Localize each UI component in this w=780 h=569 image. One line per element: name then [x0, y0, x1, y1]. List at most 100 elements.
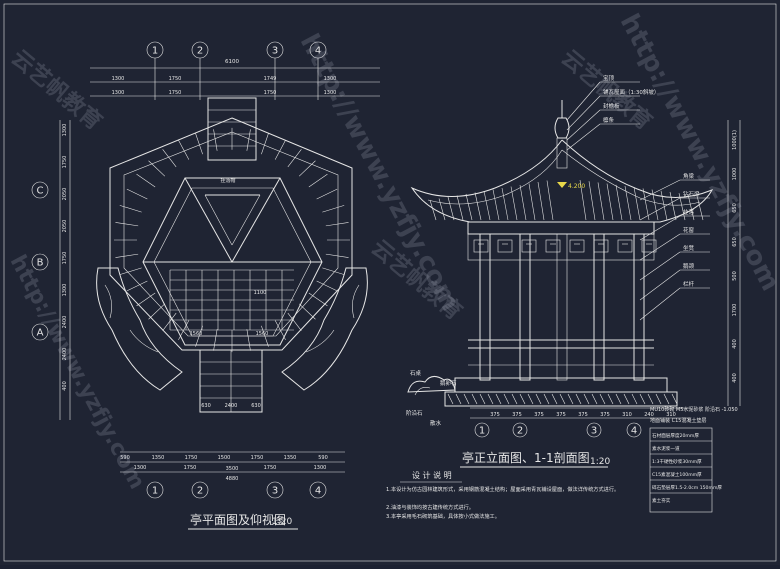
elev-bottom-dim: 310 — [622, 412, 632, 418]
svg-text:1: 1 — [152, 486, 158, 497]
plan-bottom-total-a: 3500 — [226, 466, 239, 472]
callout-label: 鹅卵石 — [440, 379, 457, 387]
elev-bottom-dim: 375 — [512, 412, 522, 418]
plan-top-dim-r1: 1300 — [112, 76, 125, 82]
plan-label-630a: 630 — [201, 403, 211, 409]
elev-bottom-dim: 375 — [490, 412, 500, 418]
elevation-mark: 4.200 — [568, 183, 585, 190]
material-note-mid: 地面铺装 C15混凝土垫层 — [650, 417, 706, 424]
plan-bottom-dim-r1: 590 — [120, 455, 130, 461]
callout-label: 角梁 — [683, 172, 695, 180]
hexagon-roof-plan — [96, 97, 368, 413]
watermark-url-2: http://www.yzfjy.com — [614, 9, 780, 296]
plan-label-1560b: 1560 — [256, 331, 269, 337]
right-dim: 500 — [732, 271, 738, 281]
plan-bottom-axis-bubbles: 1 2 3 4 — [146, 481, 327, 499]
plan-left-axis-bubbles: C B A — [31, 181, 49, 341]
plan-label-beam: 挂落帽 — [220, 177, 235, 184]
plan-left-dim: 1750 — [62, 252, 68, 265]
plan-top-dim-r2: 1750 — [264, 90, 277, 96]
plan-label-630b: 630 — [251, 403, 261, 409]
right-dim: 650 — [732, 237, 738, 247]
plan-label-1100: 1100 — [254, 290, 267, 296]
elev-bottom-dim: 240 — [644, 412, 654, 418]
elev-bottom-dim: 375 — [534, 412, 544, 418]
elevation-bottom-dimensions: 375 375 375 375 375 375 310 240 310 — [490, 412, 676, 418]
svg-text:1: 1 — [479, 426, 485, 437]
plan-bottom-dim-r1: 1750 — [251, 455, 264, 461]
right-dim: 1000(1) — [732, 130, 738, 150]
plan-view: 1 2 3 4 1300 1750 1749 1300 1300 1750 1750 1300 61… — [31, 41, 380, 530]
elev-axis-2: 2 — [512, 422, 528, 438]
svg-text:2: 2 — [197, 486, 203, 497]
elevation-view: 4.200 宝顶铺瓦屋面（1:30斜坡）封檐板檩条角梁钻石梁挂落花窗坐凳鹅颈栏杆… — [406, 74, 741, 468]
material-row: 碎石垫层厚1.5-2.0cm 150mm厚 — [652, 484, 722, 491]
plan-left-axis-B: B — [31, 253, 49, 271]
svg-text:3: 3 — [591, 426, 597, 437]
callout-label: 花窗 — [683, 226, 695, 234]
elev-bottom-dim: 375 — [578, 412, 588, 418]
material-table: MU10砖砌 M5水泥砂浆 阶沿石 -1.050 地面铺装 C15混凝土垫层 石… — [649, 406, 738, 513]
plan-top-dim-r2: 1300 — [112, 90, 125, 96]
plan-top-axis-2: 2 — [191, 41, 209, 59]
elev-axis-4: 4 — [626, 422, 642, 438]
plan-left-dim: 2400 — [62, 348, 68, 361]
material-row: 素土夯实 — [652, 497, 671, 504]
plan-top-dim-r1: 1750 — [169, 76, 182, 82]
watermark-url-3: http://www.yzfjy.com — [5, 251, 150, 493]
plan-top-axis-3: 3 — [266, 41, 284, 59]
plan-left-dim: 1300 — [62, 284, 68, 297]
design-note-3: 3.本亭采用毛石砌筑基础，具体按小式做法施工。 — [386, 512, 500, 520]
svg-text:3: 3 — [272, 46, 278, 57]
plan-bottom-dim-r2: 1750 — [184, 465, 197, 471]
elev-axis-1: 1 — [474, 422, 490, 438]
plan-bottom-dim-r1: 1350 — [284, 455, 297, 461]
elev-axis-3: 3 — [586, 422, 602, 438]
watermark-brand-1: 云艺帆教育 — [6, 45, 107, 136]
design-note-1: 1.本设计为仿古园林建筑形式，采用钢筋混凝土结构；屋面采用青瓦铺设屋面，做法详传… — [386, 485, 619, 493]
plan-bottom-dim-r2: 1300 — [314, 465, 327, 471]
right-dim: 1700 — [732, 304, 738, 317]
plan-top-dim-r2: 1300 — [324, 90, 337, 96]
svg-text:A: A — [37, 328, 44, 339]
callout-label: 封檐板 — [603, 102, 620, 110]
callout-label: 坐凳 — [683, 244, 695, 252]
elev-bottom-dim: 310 — [666, 412, 676, 418]
plan-left-dim: 2050 — [62, 188, 68, 201]
callout-label: 檩条 — [603, 116, 615, 124]
callout-label: 石桌 — [410, 369, 422, 377]
right-dim: 650 — [732, 203, 738, 213]
svg-text:4: 4 — [315, 486, 321, 497]
plan-bottom-axis-1: 1 — [146, 481, 164, 499]
right-dim: 400 — [732, 373, 738, 383]
callout-label: 鹅颈 — [683, 262, 695, 270]
plan-bottom-axis-3: 3 — [266, 481, 284, 499]
material-row: 素水泥浆一道 — [652, 445, 680, 452]
callout-label: 阶沿石 — [406, 409, 423, 417]
material-row: C15素混凝土100mm厚 — [652, 471, 702, 478]
svg-text:B: B — [37, 258, 44, 269]
plan-title: 亭平面图及仰视图 — [190, 512, 286, 527]
elev-bottom-dim: 375 — [556, 412, 566, 418]
plan-left-dim: 400 — [62, 381, 68, 391]
design-notes-heading: 设 计 说 明 — [412, 470, 452, 480]
elevation-scale: 1:20 — [590, 457, 610, 467]
callout-label: 钻石梁 — [683, 190, 700, 198]
plan-bottom-dim-r1: 1350 — [152, 455, 165, 461]
material-row: 石材面层厚度20mm厚 — [652, 432, 699, 439]
plan-top-dim-r1: 1749 — [264, 76, 277, 82]
plan-top-axis-1: 1 — [146, 41, 164, 59]
callout-label: 栏杆 — [683, 280, 695, 288]
plan-label-2400: 2400 — [225, 403, 238, 409]
plan-left-axis-C: C — [31, 181, 49, 199]
plan-bottom-axis-4: 4 — [309, 481, 327, 499]
plan-top-total: 6100 — [225, 59, 239, 65]
svg-text:1: 1 — [152, 46, 158, 57]
watermark-url-1: http://www.yzfjy.com — [294, 29, 465, 316]
elev-bottom-dim: 375 — [600, 412, 610, 418]
